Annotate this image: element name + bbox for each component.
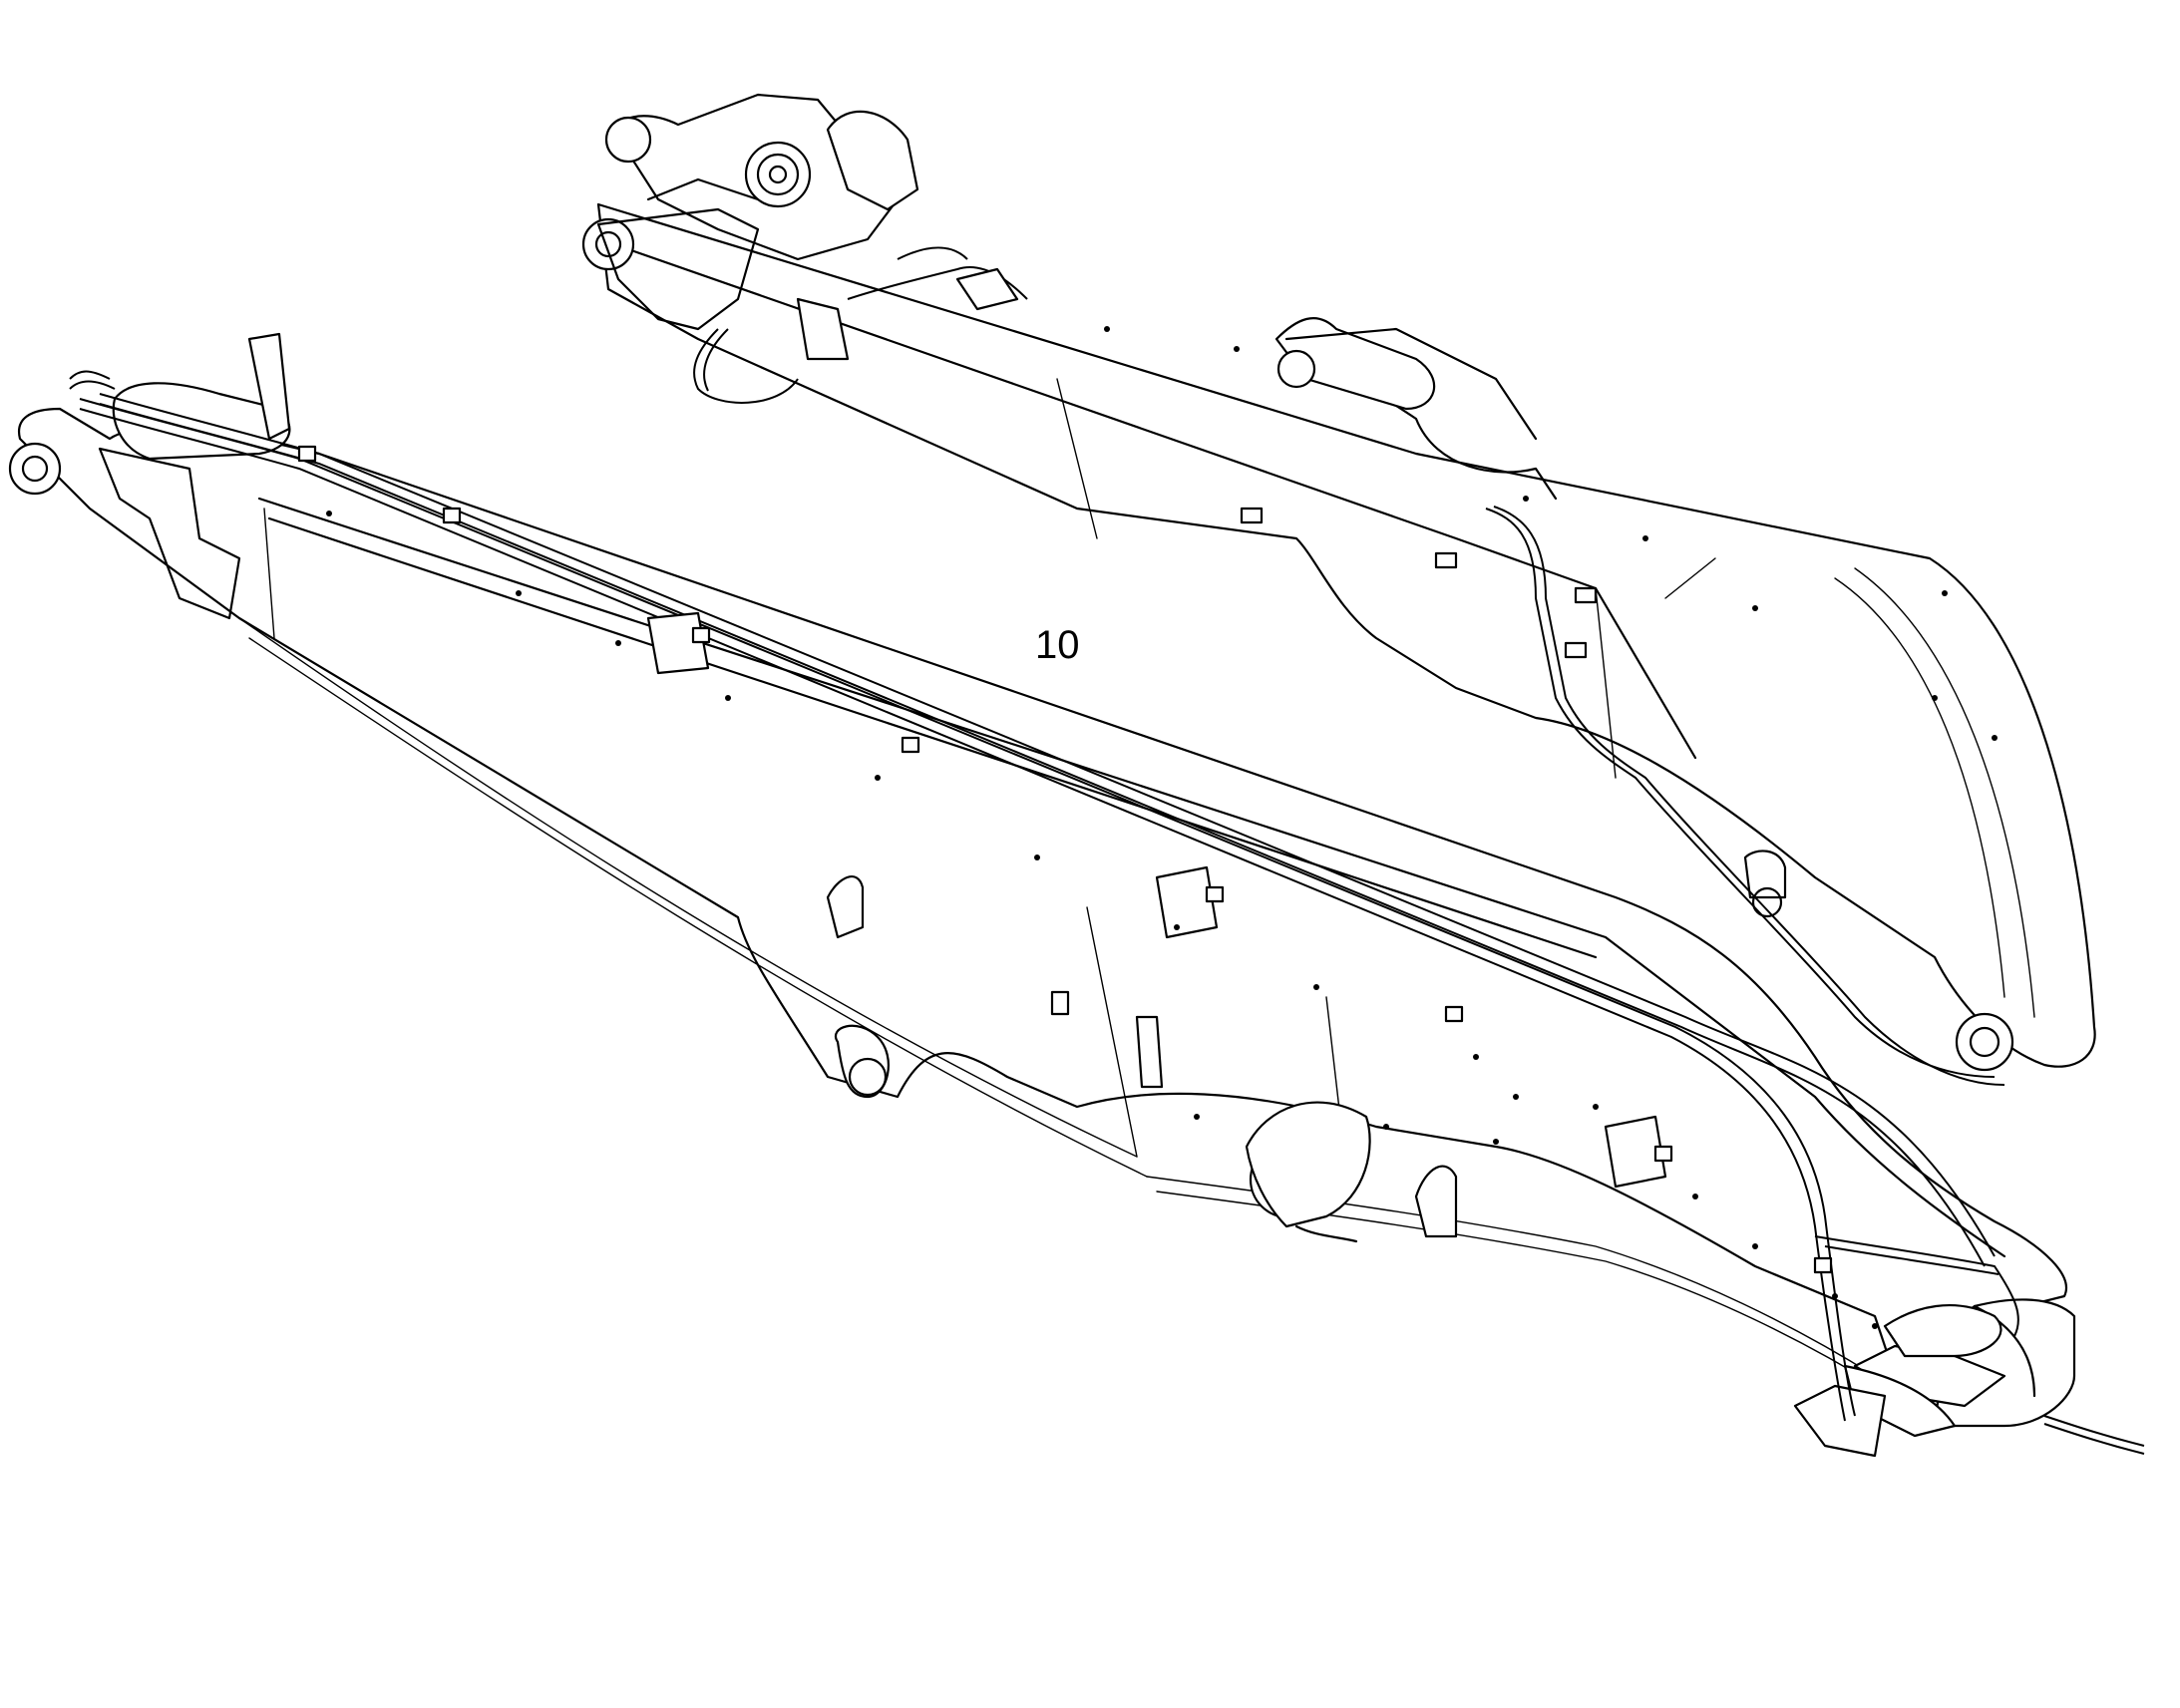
upper-head-assembly [581,93,1028,404]
boom-hydraulic-lines [69,370,2019,1422]
upper-boom-clamps [1240,507,1598,659]
boom-bolt-holes [326,326,1998,1329]
upper-boom [596,202,2096,1086]
callout-label: 10 [1035,623,1080,667]
main-boom [8,332,2145,1458]
